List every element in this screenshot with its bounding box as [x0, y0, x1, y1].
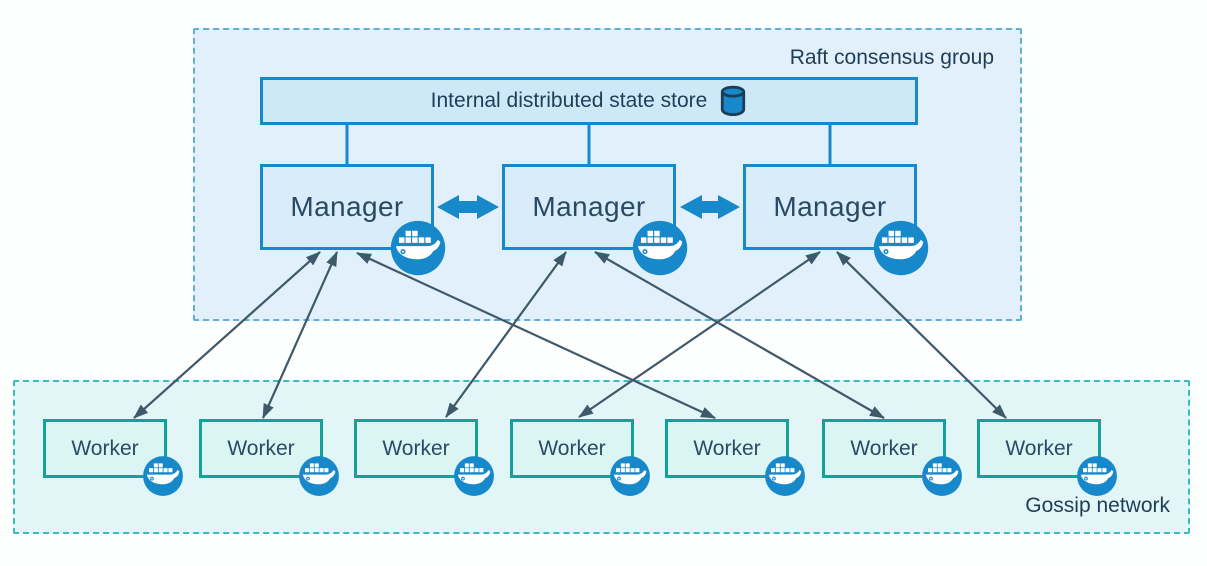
docker-whale-icon [143, 456, 183, 496]
worker-node-1: Worker [43, 419, 183, 496]
docker-whale-icon [632, 220, 688, 276]
worker-node-2: Worker [199, 419, 339, 496]
docker-whale-icon [873, 220, 929, 276]
worker-node-3: Worker [354, 419, 494, 496]
worker-label: Worker [693, 436, 761, 460]
database-cylinder-icon [721, 85, 746, 117]
docker-whale-icon [454, 456, 494, 496]
state-store-label: Internal distributed state store [430, 89, 708, 112]
worker-label: Worker [382, 436, 450, 460]
manager-node-1: Manager [260, 164, 446, 276]
gossip-group-label: Gossip network [1025, 494, 1170, 517]
docker-whale-icon [922, 456, 962, 496]
state-store-node: Internal distributed state store [260, 77, 918, 125]
worker-label: Worker [227, 436, 295, 460]
manager-label: Manager [290, 191, 404, 222]
docker-whale-icon [390, 220, 446, 276]
docker-whale-icon [765, 456, 805, 496]
docker-whale-icon [299, 456, 339, 496]
docker-whale-icon [610, 456, 650, 496]
worker-node-6: Worker [822, 419, 962, 496]
worker-node-5: Worker [665, 419, 805, 496]
docker-whale-icon [1077, 456, 1117, 496]
worker-label: Worker [71, 436, 139, 460]
manager-node-3: Manager [743, 164, 929, 276]
raft-group-label: Raft consensus group [789, 46, 994, 69]
worker-node-4: Worker [510, 419, 650, 496]
manager-label: Manager [773, 191, 887, 222]
worker-label: Worker [1005, 436, 1073, 460]
manager-label: Manager [532, 191, 646, 222]
worker-label: Worker [538, 436, 606, 460]
worker-label: Worker [850, 436, 918, 460]
worker-node-7: Worker [977, 419, 1117, 496]
manager-node-2: Manager [502, 164, 688, 276]
